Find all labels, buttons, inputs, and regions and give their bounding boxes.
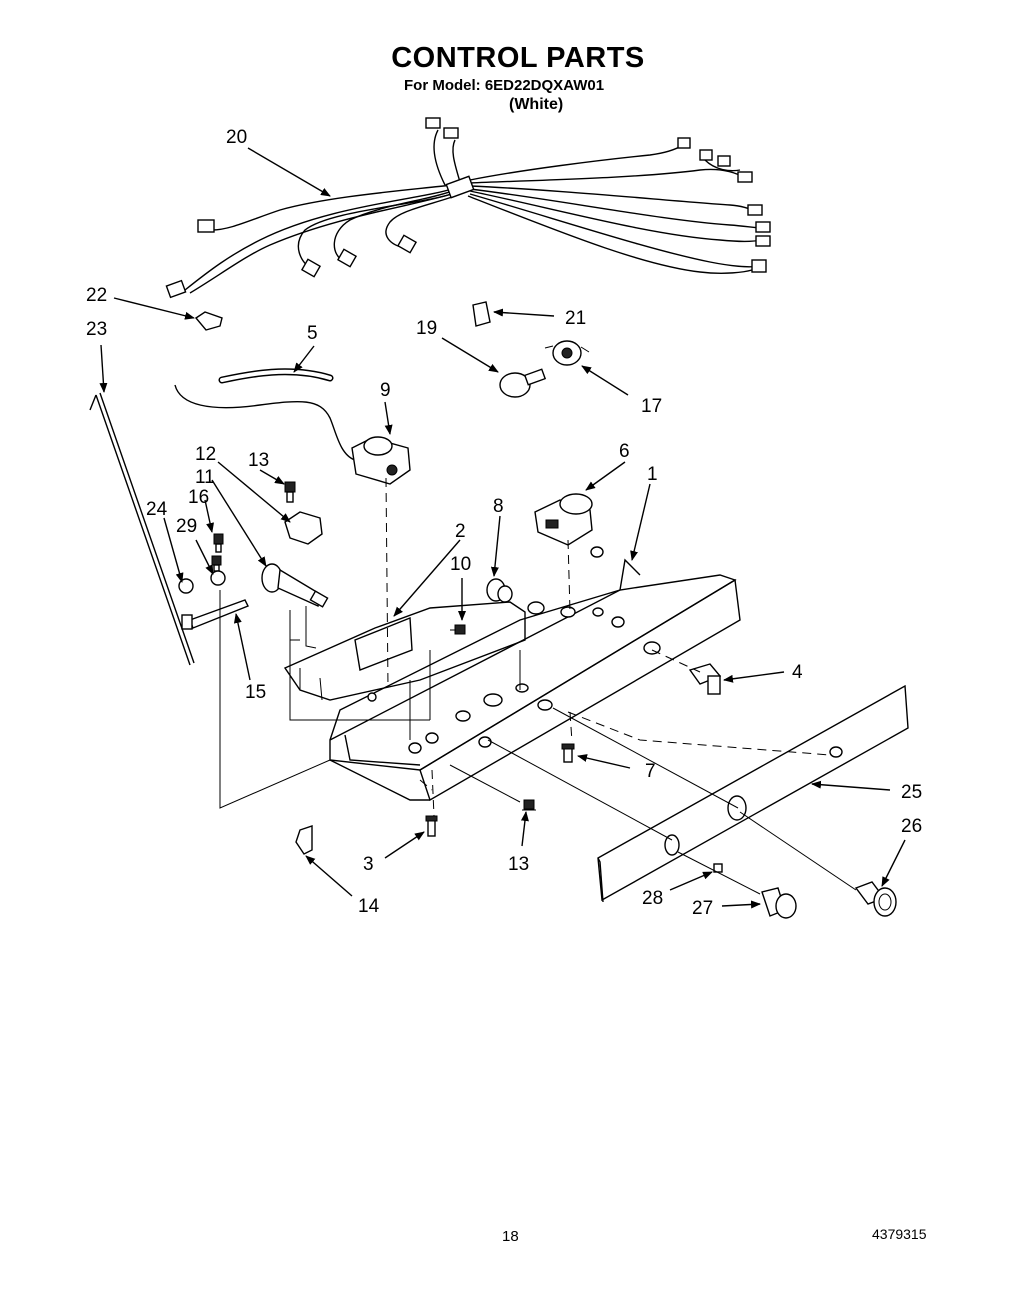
control-panel <box>597 684 909 903</box>
callout-6: 6 <box>619 441 630 462</box>
light-bulb <box>499 368 547 398</box>
callout-14: 14 <box>358 896 380 917</box>
page-title: CONTROL PARTS <box>391 42 645 74</box>
callout-7: 7 <box>645 761 656 782</box>
callout-13-top: 13 <box>248 450 269 471</box>
screw-top <box>284 481 296 503</box>
control-rod <box>89 392 195 666</box>
callout-9: 9 <box>380 380 391 401</box>
screw-10 <box>450 624 466 635</box>
callout-23: 23 <box>86 319 107 340</box>
callout-15: 15 <box>245 682 266 703</box>
callout-labels: 20 22 23 5 19 21 17 9 12 13 11 16 24 29 … <box>86 127 922 919</box>
model-number: For Model: 6ED22DQXAW01 <box>404 77 605 94</box>
callout-4: 4 <box>792 662 803 683</box>
assembly-lines <box>219 477 857 895</box>
screw-29 <box>211 555 222 572</box>
callout-2: 2 <box>455 521 466 542</box>
control-housing <box>329 546 741 802</box>
callout-17: 17 <box>641 396 662 417</box>
light-switch <box>261 563 329 608</box>
wire-clip <box>194 311 223 331</box>
screw-13-lower <box>522 799 536 811</box>
callout-27: 27 <box>692 898 713 919</box>
callout-24: 24 <box>146 499 168 520</box>
callout-8: 8 <box>493 496 504 517</box>
callout-16: 16 <box>188 487 209 508</box>
control-knob-27 <box>761 887 797 919</box>
leader-lines <box>99 147 906 909</box>
callout-5: 5 <box>307 323 318 344</box>
callout-12: 12 <box>195 444 216 465</box>
defrost-switch <box>688 663 722 695</box>
callout-20: 20 <box>226 127 247 148</box>
color-variant: (White) <box>509 96 564 113</box>
callout-11: 11 <box>195 467 215 488</box>
wire-harness <box>165 117 771 299</box>
control-knob-26 <box>854 881 897 917</box>
screw-3 <box>425 815 438 837</box>
callout-13-bottom: 13 <box>508 854 529 875</box>
callout-21: 21 <box>565 308 586 329</box>
callout-22: 22 <box>86 285 107 306</box>
callout-28: 28 <box>642 888 663 909</box>
light-socket <box>544 340 590 366</box>
retainer-clip <box>472 301 491 327</box>
callout-10: 10 <box>450 554 471 575</box>
damper-control <box>534 493 593 546</box>
page-number: 18 <box>502 1228 519 1245</box>
actuator-lever <box>181 599 249 630</box>
control-bracket <box>283 601 526 721</box>
thermostat <box>174 384 411 485</box>
document-number: 4379315 <box>872 1226 927 1242</box>
callout-1: 1 <box>647 464 658 485</box>
screw-16 <box>213 533 224 553</box>
callout-25: 25 <box>901 782 922 803</box>
harness-clip <box>295 825 313 855</box>
mounting-bracket <box>284 511 323 545</box>
screw-7 <box>561 743 575 763</box>
callout-29: 29 <box>176 516 197 537</box>
control-knob-shaft <box>486 578 513 603</box>
callout-26: 26 <box>901 816 922 837</box>
callout-3: 3 <box>363 854 374 875</box>
callout-19: 19 <box>416 318 437 339</box>
washer-29 <box>210 570 226 586</box>
